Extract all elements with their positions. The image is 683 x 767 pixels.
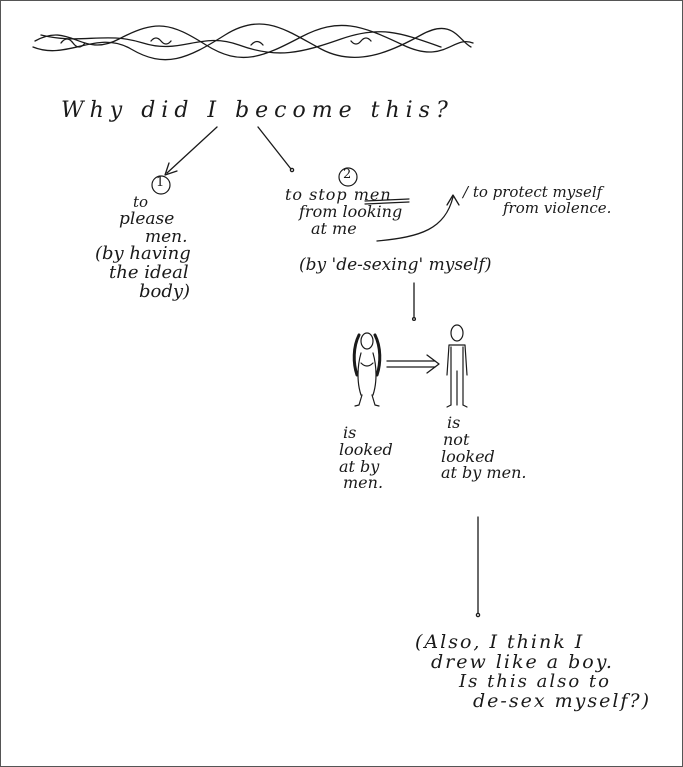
- reason-line: men.: [145, 226, 188, 247]
- caption-line: at by men.: [441, 463, 527, 483]
- detail-line: body): [139, 280, 191, 302]
- note-line: de-sex myself?): [473, 689, 652, 712]
- caption-line: looked: [339, 439, 393, 459]
- branch-one-number: 1: [156, 175, 165, 190]
- branch-two-detail: (by 'de-sexing' myself): [299, 255, 492, 275]
- male-figure: [446, 324, 468, 408]
- branch-two-reason: to stop men from looking at me: [285, 185, 402, 237]
- detail-line: (by having: [95, 243, 191, 264]
- side-note-line: / to protect myself: [463, 183, 603, 201]
- curved-arrow: [376, 194, 460, 242]
- note-line: Is this also to: [459, 670, 611, 692]
- closing-note: (Also, I think I drew like a boy. Is thi…: [415, 631, 649, 712]
- caption-line: looked: [441, 446, 495, 466]
- female-figure: [352, 332, 382, 407]
- question-heading: Why did I become this?: [61, 98, 454, 123]
- reason-line: to: [133, 193, 149, 211]
- reason-line: from looking: [299, 201, 403, 221]
- circle-one: [151, 175, 171, 195]
- female-figure-caption: is looked at by men.: [339, 424, 393, 492]
- branch-one-detail: (by having the ideal body): [95, 243, 191, 302]
- branch-arrow-two: [257, 126, 295, 173]
- strikethrough: [364, 198, 410, 205]
- caption-line: at by: [339, 456, 380, 476]
- reason-line: please: [119, 208, 175, 229]
- caption-line: is: [343, 423, 357, 442]
- caption-line: is: [447, 413, 461, 432]
- caption-line: men.: [343, 473, 384, 493]
- reason-line: to stop men: [285, 185, 392, 204]
- branch-one-reason: to please men.: [119, 194, 188, 246]
- circle-two: [338, 167, 358, 187]
- transition-arrow: [386, 354, 440, 374]
- branch-two-side-note: / to protect myself from violence.: [463, 183, 611, 217]
- branch-two-number: 2: [343, 167, 352, 182]
- connector-line: [475, 516, 481, 618]
- caption-line: not: [443, 429, 470, 449]
- male-figure-caption: is not looked at by men.: [441, 414, 527, 483]
- note-line: (Also, I think I: [415, 631, 585, 653]
- note-line: drew like a boy.: [431, 650, 614, 673]
- detail-line: the ideal: [109, 261, 189, 283]
- scribbled-heading: [32, 23, 474, 61]
- branch-arrow-one: [164, 126, 218, 176]
- side-note-line: from violence.: [503, 198, 612, 217]
- down-arrow: [411, 282, 417, 322]
- reason-line: at me: [311, 218, 357, 238]
